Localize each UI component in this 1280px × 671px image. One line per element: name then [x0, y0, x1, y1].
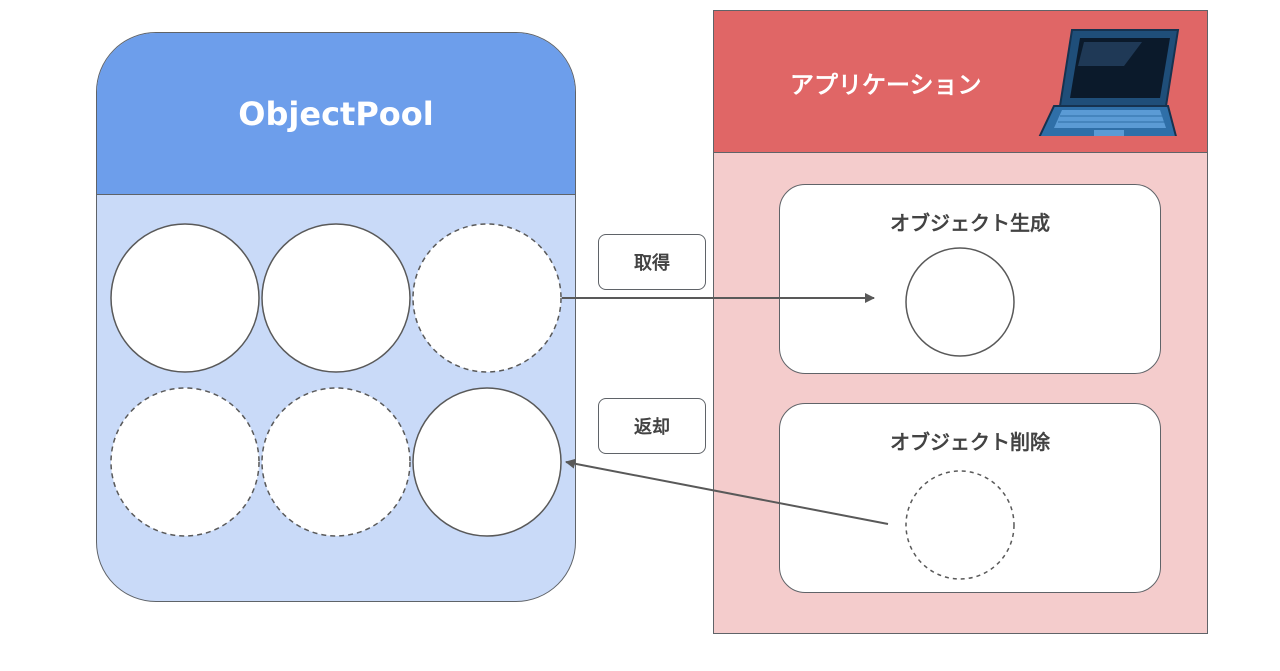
- object-delete-card: オブジェクト削除: [779, 403, 1161, 593]
- object-create-title: オブジェクト生成: [890, 211, 1050, 235]
- object-pool-title: ObjectPool: [238, 94, 434, 133]
- application-header: アプリケーション: [714, 11, 1207, 153]
- return-label: 返却: [598, 398, 706, 454]
- laptop-icon: [1038, 29, 1180, 136]
- application-panel: アプリケーション オブジェクト生成 オブジェクト: [713, 10, 1208, 634]
- application-title: アプリケーション: [790, 71, 982, 99]
- object-create-card: オブジェクト生成: [779, 184, 1161, 374]
- object-pool-header: ObjectPool: [97, 33, 575, 195]
- object-delete-title: オブジェクト削除: [890, 430, 1050, 454]
- get-label: 取得: [598, 234, 706, 290]
- object-pool-panel: ObjectPool: [96, 32, 576, 602]
